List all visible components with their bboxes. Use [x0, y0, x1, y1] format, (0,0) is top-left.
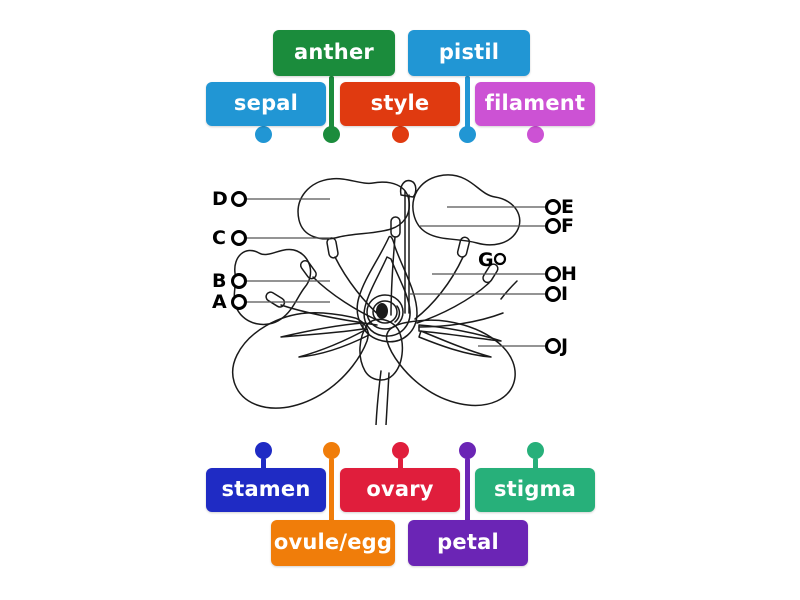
hotspot-marker-e[interactable]: [545, 199, 561, 215]
answer-tile-label: style: [370, 90, 430, 115]
bottom-knob-petal[interactable]: [459, 442, 476, 459]
answer-tile-ovary[interactable]: ovary: [340, 468, 460, 512]
top-knob-style[interactable]: [392, 126, 409, 143]
answer-tile-label: anther: [294, 39, 374, 64]
bottom-knob-ovule-egg[interactable]: [323, 442, 340, 459]
hotspot-marker-j[interactable]: [545, 338, 561, 354]
answer-tile-anther[interactable]: anther: [273, 30, 395, 76]
top-stem-pistil: [465, 76, 470, 140]
answer-tile-label: stigma: [493, 476, 577, 501]
answer-tile-label: stamen: [221, 476, 311, 501]
hotspot-marker-a[interactable]: [231, 294, 247, 310]
bottom-stem-stamen: [261, 458, 266, 470]
hotspot-marker-b[interactable]: [231, 273, 247, 289]
answer-tile-filament[interactable]: filament: [475, 82, 595, 126]
answer-tile-label: pistil: [438, 39, 500, 64]
hotspot-letter-j: J: [561, 335, 569, 357]
hotspot-marker-h[interactable]: [545, 266, 561, 282]
answer-tile-pistil[interactable]: pistil: [408, 30, 530, 76]
bottom-stem-petal: [465, 458, 470, 522]
hotspot-letter-d: D: [212, 188, 228, 210]
bottom-knob-stigma[interactable]: [527, 442, 544, 459]
hotspot-letter-a: A: [212, 291, 227, 313]
hotspot-marker-g[interactable]: [493, 252, 507, 266]
top-knob-filament[interactable]: [527, 126, 544, 143]
answer-tile-label: ovary: [366, 476, 434, 501]
hotspot-marker-f[interactable]: [545, 218, 561, 234]
answer-tile-petal[interactable]: petal: [408, 520, 528, 566]
hotspot-letter-h: H: [561, 263, 577, 285]
answer-tile-style[interactable]: style: [340, 82, 460, 126]
hotspot-letter-c: C: [212, 227, 226, 249]
hotspot-letter-g: G: [478, 249, 494, 271]
hotspot-letter-f: F: [561, 215, 574, 237]
top-knob-anther[interactable]: [323, 126, 340, 143]
top-knob-sepal[interactable]: [255, 126, 272, 143]
bottom-knob-stamen[interactable]: [255, 442, 272, 459]
hotspot-marker-i[interactable]: [545, 286, 561, 302]
hotspot-marker-c[interactable]: [231, 230, 247, 246]
flower-line-art: [232, 174, 521, 425]
bottom-knob-ovary[interactable]: [392, 442, 409, 459]
hotspot-letter-e: E: [561, 196, 574, 218]
answer-tile-label: ovule/egg: [273, 529, 393, 554]
flower-diagram-image: [195, 165, 605, 425]
bottom-stem-stigma: [533, 458, 538, 470]
top-knob-pistil[interactable]: [459, 126, 476, 143]
answer-tile-label: sepal: [233, 90, 299, 115]
answer-tile-stigma[interactable]: stigma: [475, 468, 595, 512]
answer-tile-ovule-egg[interactable]: ovule/egg: [271, 520, 395, 566]
hotspot-letter-i: I: [561, 283, 569, 305]
bottom-stem-ovary: [398, 458, 403, 470]
top-stem-anther: [329, 76, 334, 140]
hotspot-marker-d[interactable]: [231, 191, 247, 207]
bottom-stem-ovule-egg: [329, 458, 334, 522]
answer-tile-sepal[interactable]: sepal: [206, 82, 326, 126]
answer-tile-label: filament: [484, 90, 586, 115]
hotspot-letter-b: B: [212, 270, 227, 292]
answer-tile-label: petal: [437, 529, 499, 554]
answer-tile-stamen[interactable]: stamen: [206, 468, 326, 512]
